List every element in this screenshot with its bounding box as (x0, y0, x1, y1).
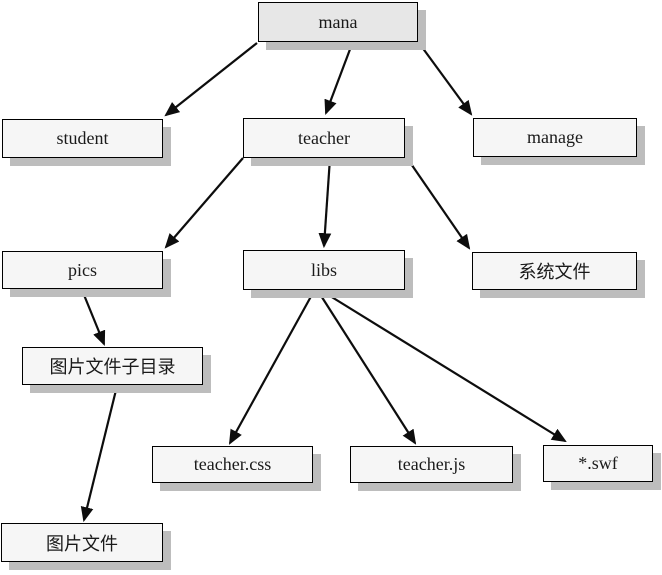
arrow-mana-teacher (324, 43, 354, 116)
node-manage: manage (473, 118, 637, 157)
arrow-teacher-libs (318, 157, 332, 249)
arrow-pics-subdir (80, 289, 106, 346)
node-system-files: 系统文件 (472, 252, 637, 290)
node-teacher: teacher (243, 118, 405, 158)
node-pics: pics (2, 251, 163, 289)
arrow-mana-manage (418, 42, 473, 116)
node-student: student (2, 119, 163, 158)
node-libs: libs (243, 250, 405, 290)
arrow-mana-student (164, 42, 258, 117)
arrow-libs-teacherjs (317, 290, 417, 445)
arrow-libs-teachercss (228, 290, 315, 445)
node-mana: mana (258, 2, 418, 42)
arrow-libs-swf (321, 290, 567, 443)
arrow-teacher-system (406, 157, 471, 250)
node-pic-files: 图片文件 (1, 523, 163, 562)
node-teacher-css: teacher.css (152, 446, 313, 483)
arrow-teacher-pics (164, 157, 244, 249)
node-teacher-js: teacher.js (350, 446, 513, 483)
arrow-subdir-picfiles (80, 385, 119, 523)
node-swf: *.swf (543, 445, 653, 482)
node-pic-subdir: 图片文件子目录 (22, 347, 203, 385)
